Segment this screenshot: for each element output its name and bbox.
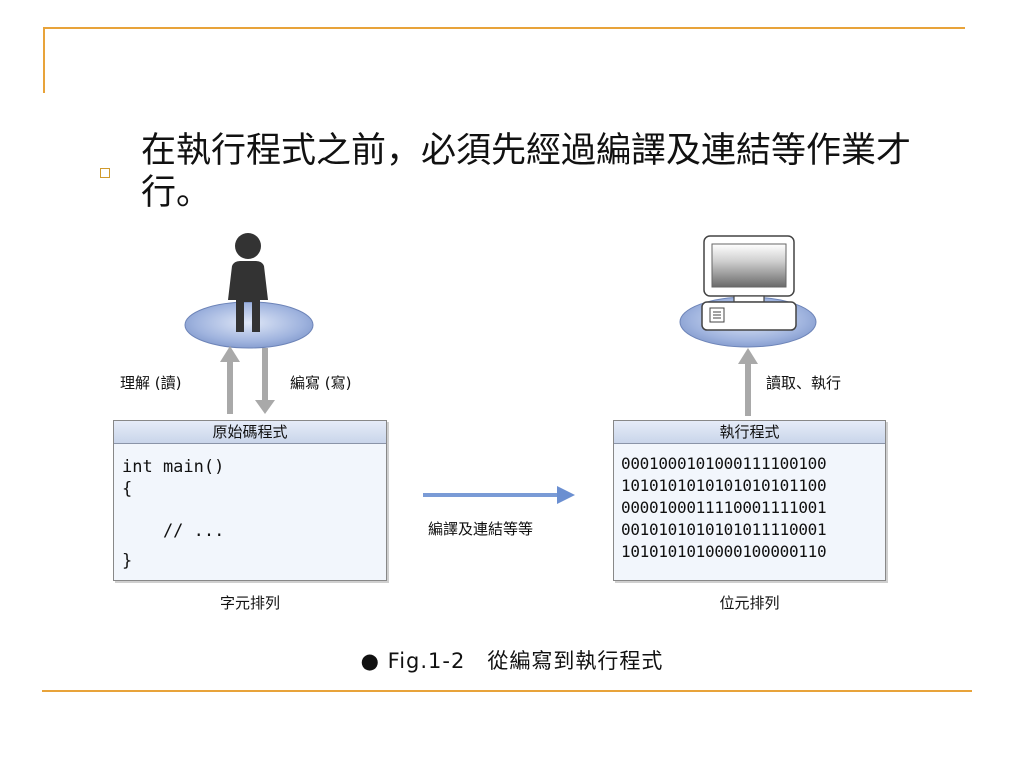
binary-box: 執行程式 0001000101000111100100 101010101010… (613, 420, 886, 581)
binary-line: 1010101010101010101100 (621, 476, 827, 495)
bottom-rule (42, 690, 972, 692)
binary-box-title: 執行程式 (614, 421, 885, 444)
binary-box-footer: 位元排列 (719, 594, 780, 612)
top-rule (43, 27, 965, 29)
figure-caption: ● Fig.1-2 從編寫到執行程式 (360, 649, 664, 673)
person-icon (228, 233, 268, 332)
computer-on-disc-illustration (679, 235, 817, 348)
source-code-box: 原始碼程式 int main() { // ... } (113, 420, 387, 581)
read-write-arrows (220, 346, 275, 414)
arrow-down-icon (255, 348, 275, 414)
execute-label: 讀取、執行 (766, 374, 842, 392)
disc-shape (184, 301, 314, 349)
arrow-up-icon (738, 348, 758, 416)
arrow-right-icon (423, 486, 575, 504)
arrow-up-icon (220, 346, 240, 414)
computer-icon (701, 235, 797, 331)
write-label: 編寫 (寫) (290, 374, 352, 392)
read-label: 理解 (讀) (120, 374, 182, 392)
source-box-title: 原始碼程式 (114, 421, 386, 444)
bullet-square-icon (100, 168, 110, 178)
code-line: int main() (122, 457, 225, 477)
code-line: // ... (122, 521, 225, 541)
binary-line: 0010101010101011110001 (621, 520, 827, 539)
bullet-text: 在執行程式之前，必須先經過編譯及連結等作業才行。 (141, 131, 912, 213)
left-rule (43, 27, 45, 93)
binary-line: 1010101010000100000110 (621, 542, 827, 561)
binary-line: 0001000101000111100100 (621, 454, 827, 473)
code-line: { (122, 479, 133, 499)
binary-line: 0000100011110001111001 (621, 498, 827, 517)
code-line: } (122, 551, 133, 571)
compile-link-label: 編譯及連結等等 (428, 520, 534, 538)
person-on-disc-illustration (184, 233, 314, 349)
source-box-footer: 字元排列 (219, 594, 280, 612)
